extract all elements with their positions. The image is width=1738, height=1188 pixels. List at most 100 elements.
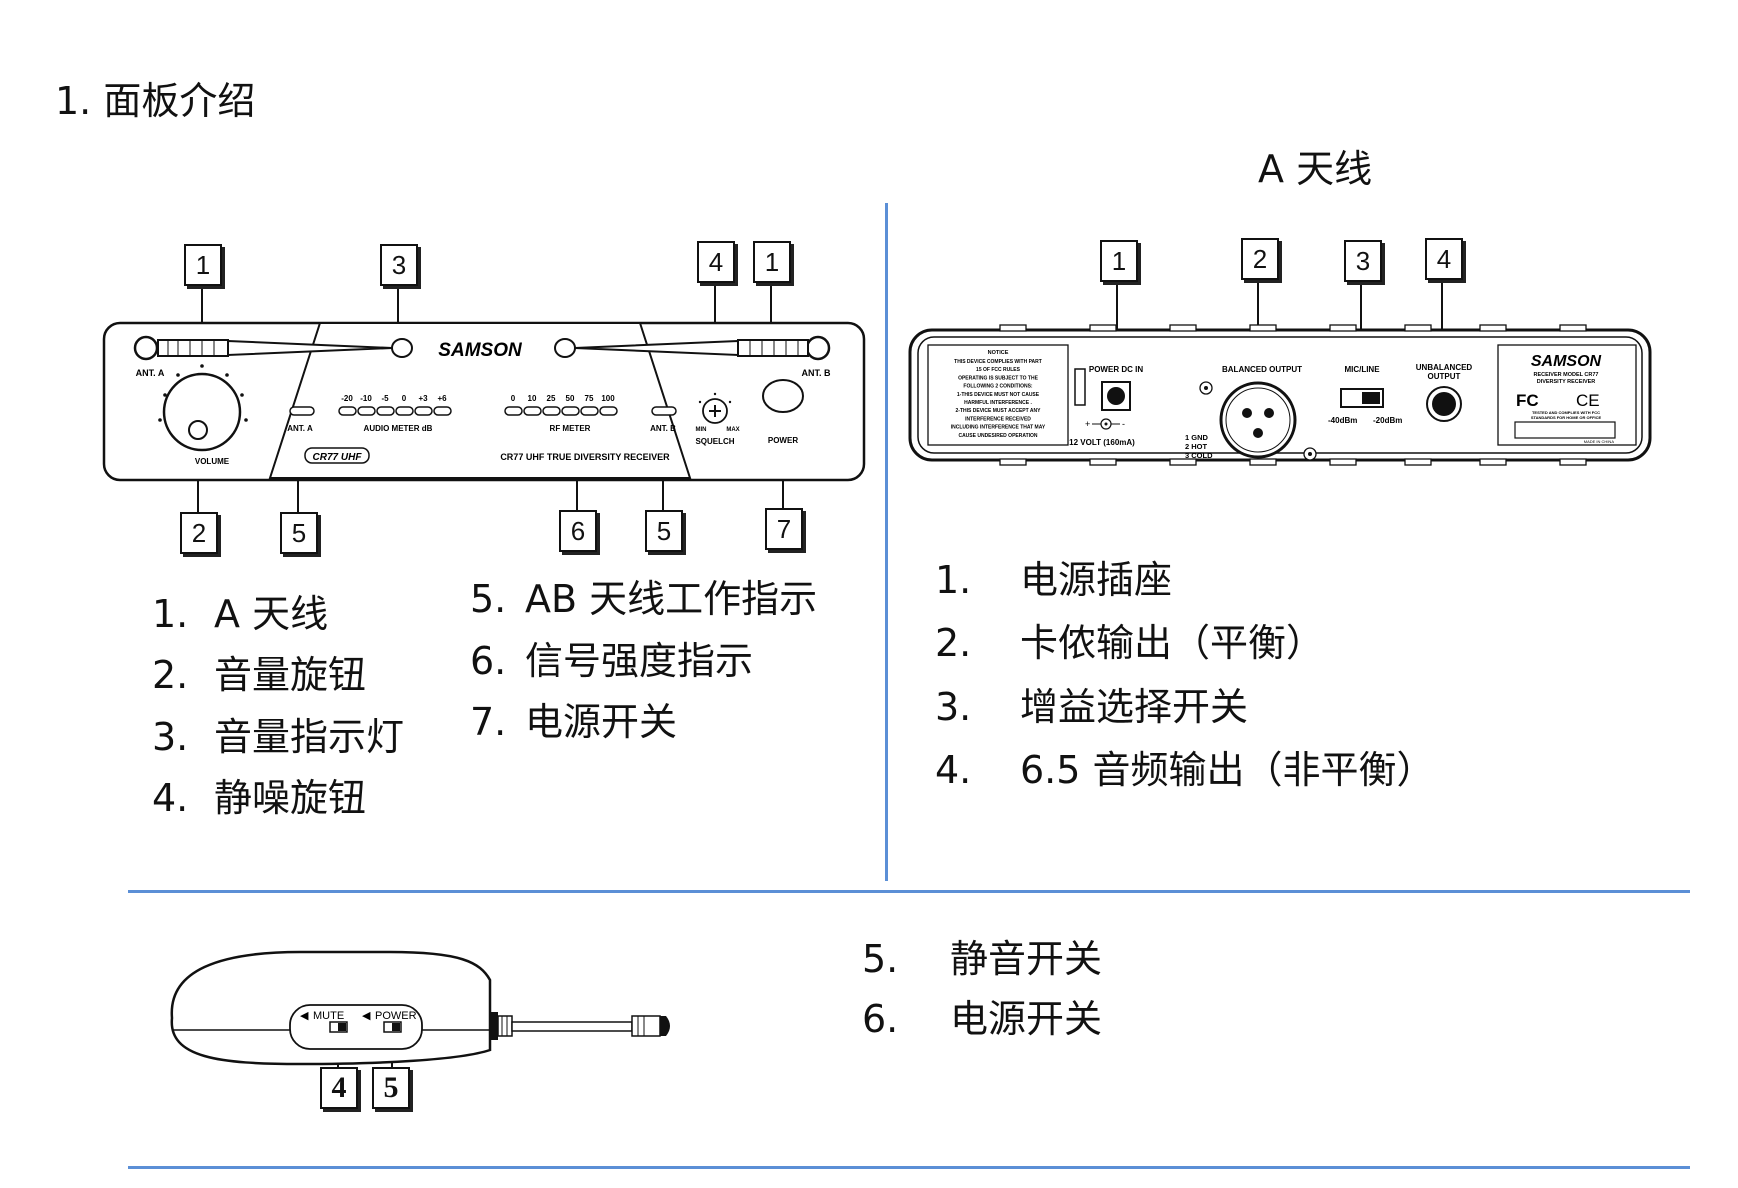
power-switch-slot [1074,368,1086,406]
panel-foot [1169,458,1197,466]
svg-text:-: - [1122,419,1125,429]
pin-2-label: 2 HOT [1185,442,1208,451]
pin-1-label: 1 GND [1185,433,1209,442]
notice-line: INCLUDING INTERFERENCE THAT MAY [951,425,1046,431]
panel-foot [1089,458,1117,466]
list-number: 2. [152,653,189,697]
volt-label: 12 VOLT (160mA) [1069,438,1135,447]
notice-title: NOTICE [988,350,1009,356]
rf-scale-tick: 0 [511,394,516,403]
model-line-2: DIVERSITY RECEIVER [1537,379,1596,385]
volume-label: VOLUME [195,457,230,466]
made-in-label: MADE IN CHINA [1584,439,1615,444]
rear-list-item: 2.卡侬输出（平衡） [935,624,1324,662]
ant-b-led [651,406,677,416]
rear-panel-feet [999,324,1587,466]
notice-line: CAUSE UNDESIRED OPERATION [958,433,1037,439]
switch-panel [289,1004,423,1050]
ant-b-indicator-label: ANT. B [650,424,676,433]
svg-text:◀: ◀ [300,1010,309,1022]
list-text: 静噪旋钮 [214,776,367,820]
notice-line: 2-THIS DEVICE MUST ACCEPT ANY [956,408,1042,414]
panel-foot [1404,324,1432,332]
panel-foot [1329,458,1357,466]
xlr-connector-icon [1199,381,1317,461]
list-number: 6. [470,639,507,683]
balanced-output-label: BALANCED OUTPUT [1222,365,1302,374]
tx-callout-5: 5 [372,1067,410,1109]
list-text: 电源开关 [525,700,678,744]
callout-5: 5 [280,512,318,554]
list-number: 6. [862,997,899,1041]
list-text: 信号强度指示 [525,639,754,683]
panel-foot [1404,458,1432,466]
squelch-min-label: MIN [696,427,707,433]
list-number: 4. [935,748,972,792]
panel-foot [1329,324,1357,332]
list-number: 2. [935,621,972,665]
ant-a-indicator-label: ANT. A [287,424,313,433]
list-text: AB 天线工作指示 [525,577,818,621]
rear-callout-4: 4 [1425,238,1463,280]
panel-foot [999,458,1027,466]
rear-list-item: 1. 电源插座 [935,561,1172,599]
list-text: 增益选择开关 [1020,685,1249,729]
list-text: 电源插座 [1020,558,1173,602]
rf-scale-tick: 50 [566,394,575,403]
notice-line: INTERFERENCE RECEIVED [965,416,1031,422]
callout-4: 4 [697,241,735,283]
list-number: 3. [935,685,972,729]
callout-6: 6 [559,510,597,552]
rear-callout-1: 1 [1100,240,1138,282]
tested-line-2: STANDARDS FOR HOME OR OFFICE [1531,415,1602,420]
transmitter-connector-icon [490,1012,670,1040]
callout-1-b: 1 [753,241,791,283]
panel-foot [1559,324,1587,332]
front-panel-window [268,322,692,479]
list-text: 音量指示灯 [214,715,405,759]
audio-scale-tick: 0 [402,394,407,403]
rear-panel-heading: A 天线 [1258,147,1373,191]
panel-foot [1479,324,1507,332]
power-button-icon [762,379,804,413]
section-heading: 1. 面板介绍 [55,79,256,123]
pin-3-label: 3 COLD [1185,451,1213,460]
tx-callout-4: 4 [320,1067,358,1109]
rf-meter-leds [504,406,618,416]
vertical-divider [885,203,888,881]
mute-label: MUTE [313,1010,344,1022]
unbalanced-output-label-line-1: UNBALANCED [1416,363,1473,372]
ant-a-led [289,406,315,416]
callout-1: 1 [184,244,222,286]
front-list-item: 5. AB 天线工作指示 [470,580,817,618]
list-text: 6.5 音频输出（非平衡） [1020,748,1435,792]
tx-power-label: POWER [375,1010,417,1022]
rear-list-item: 3. 增益选择开关 [935,688,1248,726]
mic-line-label: MIC/LINE [1344,365,1380,374]
fcc-mark-icon: FC [1516,391,1539,410]
transmitter-list-item: 6.电源开关 [862,1000,1102,1038]
audio-scale-tick: -5 [381,394,389,403]
notice-line: 1-THIS DEVICE MUST NOT CAUSE [957,392,1040,398]
rear-callout-3: 3 [1344,240,1382,282]
transmitter-diagram: ◀ MUTE ◀ POWER [170,950,670,1068]
panel-foot [1479,458,1507,466]
svg-text:+: + [1085,419,1090,429]
antenna-a-icon [133,335,413,361]
audio-scale-tick: +6 [437,394,447,403]
gain-high-label: -20dBm [1373,416,1402,425]
notice-line: HARMFUL INTERFERENCE . [964,400,1032,406]
list-number: 1. [935,558,972,602]
audio-scale-tick: -10 [360,394,372,403]
list-number: 5. [862,937,899,981]
front-list-item: 4.静噪旋钮 [152,779,366,817]
front-list-item: 3.音量指示灯 [152,718,404,756]
model-line-1: RECEIVER MODEL CR77 [1534,372,1599,378]
tested-line-1: TESTED AND COMPLIES WITH FCC [1532,410,1600,415]
bottom-divider [128,1166,1690,1169]
squelch-knob-icon [698,392,732,424]
rear-callout-2: 2 [1241,238,1279,280]
list-number: 5. [470,577,507,621]
panel-foot [1169,324,1197,332]
